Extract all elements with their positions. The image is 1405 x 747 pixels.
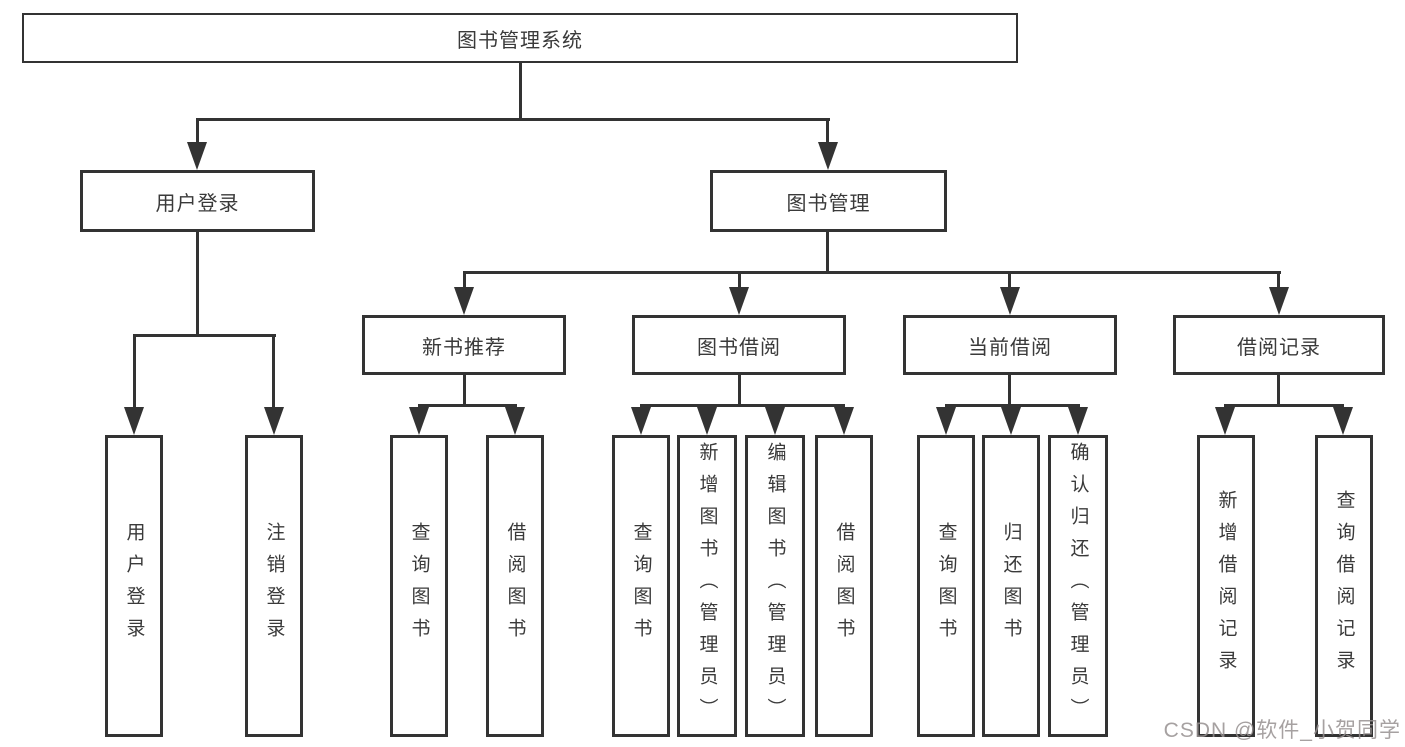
connector-line	[418, 404, 517, 407]
node-label: 借阅记录	[1237, 336, 1321, 359]
connector-line	[1277, 271, 1280, 291]
arrowhead-down-icon	[1215, 407, 1235, 435]
connector-line	[1224, 404, 1344, 407]
diagram-node-book-mgmt: 图书管理	[710, 170, 947, 232]
connector-line	[196, 232, 199, 336]
arrowhead-down-icon	[1333, 407, 1353, 435]
connector-line	[463, 375, 466, 406]
node-label: 借阅图书	[504, 522, 526, 650]
diagram-node-borrow-records: 借阅记录	[1173, 315, 1385, 375]
diagram-node-leaf-query-record: 查询借阅记录	[1315, 435, 1373, 737]
connector-line	[196, 118, 830, 121]
arrowhead-down-icon	[631, 407, 651, 435]
diagram-node-leaf-return-book: 归还图书	[982, 435, 1040, 737]
node-label: 确认归还（管理员）	[1067, 442, 1089, 730]
connector-line	[945, 404, 1080, 407]
arrowhead-down-icon	[1000, 287, 1020, 315]
arrowhead-down-icon	[505, 407, 525, 435]
node-label: 新增借阅记录	[1215, 490, 1237, 682]
connector-line	[463, 271, 1281, 274]
diagram-node-current-borrow: 当前借阅	[903, 315, 1117, 375]
connector-line	[196, 118, 199, 146]
arrowhead-down-icon	[454, 287, 474, 315]
diagram-node-leaf-confirm-return: 确认归还（管理员）	[1048, 435, 1108, 737]
connector-line	[738, 375, 741, 406]
node-label: 查询图书	[408, 522, 430, 650]
diagram-node-leaf-borrow-book-1: 借阅图书	[486, 435, 544, 737]
arrowhead-down-icon	[124, 407, 144, 435]
arrowhead-down-icon	[834, 407, 854, 435]
node-label: 查询借阅记录	[1333, 490, 1355, 682]
connector-line	[519, 63, 522, 120]
arrowhead-down-icon	[765, 407, 785, 435]
diagram-node-leaf-logout: 注销登录	[245, 435, 303, 737]
diagram-node-leaf-add-record: 新增借阅记录	[1197, 435, 1255, 737]
connector-line	[1008, 375, 1011, 406]
node-label: 新增图书（管理员）	[696, 442, 718, 730]
node-label: 用户登录	[155, 192, 240, 215]
arrowhead-down-icon	[936, 407, 956, 435]
arrowhead-down-icon	[1269, 287, 1289, 315]
connector-line	[826, 118, 829, 146]
connector-line	[133, 334, 136, 410]
diagram-node-user-login: 用户登录	[80, 170, 315, 232]
diagram-node-leaf-query-book-3: 查询图书	[917, 435, 975, 737]
node-label: 新书推荐	[422, 336, 506, 359]
node-label: 图书管理系统	[457, 29, 583, 52]
connector-line	[640, 404, 845, 407]
node-label: 当前借阅	[968, 336, 1052, 359]
arrowhead-down-icon	[729, 287, 749, 315]
node-label: 注销登录	[263, 522, 285, 650]
connector-line	[1277, 375, 1280, 406]
diagram-node-leaf-edit-book: 编辑图书（管理员）	[745, 435, 805, 737]
node-label: 查询图书	[935, 522, 957, 650]
node-label: 图书借阅	[697, 336, 781, 359]
arrowhead-down-icon	[409, 407, 429, 435]
diagram-node-leaf-query-book-1: 查询图书	[390, 435, 448, 737]
connector-line	[738, 271, 741, 291]
diagram-node-root: 图书管理系统	[22, 13, 1018, 63]
arrowhead-down-icon	[818, 142, 838, 170]
connector-line	[463, 271, 466, 291]
node-label: 编辑图书（管理员）	[764, 442, 786, 730]
diagram-node-leaf-query-book-2: 查询图书	[612, 435, 670, 737]
node-label: 查询图书	[630, 522, 652, 650]
node-label: 用户登录	[123, 522, 145, 650]
diagram-node-leaf-add-book: 新增图书（管理员）	[677, 435, 737, 737]
diagram-node-leaf-borrow-book-2: 借阅图书	[815, 435, 873, 737]
diagram-node-book-borrow: 图书借阅	[632, 315, 846, 375]
connector-line	[272, 334, 275, 410]
arrowhead-down-icon	[187, 142, 207, 170]
node-label: 图书管理	[786, 192, 871, 215]
arrowhead-down-icon	[697, 407, 717, 435]
arrowhead-down-icon	[1068, 407, 1088, 435]
node-label: 借阅图书	[833, 522, 855, 650]
connector-line	[133, 334, 276, 337]
csdn-watermark: CSDN @软件_小贺同学	[1163, 719, 1401, 742]
diagram-node-new-book-rec: 新书推荐	[362, 315, 566, 375]
node-label: 归还图书	[1000, 522, 1022, 650]
diagram-node-leaf-user-login: 用户登录	[105, 435, 163, 737]
connector-line	[826, 232, 829, 273]
arrowhead-down-icon	[1001, 407, 1021, 435]
connector-line	[1008, 271, 1011, 291]
arrowhead-down-icon	[264, 407, 284, 435]
